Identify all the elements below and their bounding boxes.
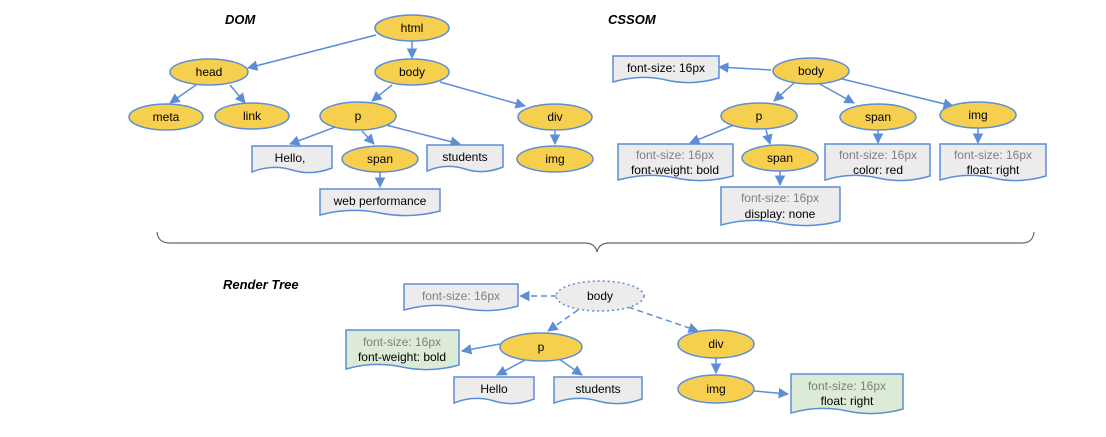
dom-link-label: link <box>243 109 262 123</box>
dom-edges <box>169 34 561 189</box>
edge-cbody-img <box>837 77 955 109</box>
edge-body-div <box>439 81 527 109</box>
edge-rp-hello <box>496 358 528 376</box>
cssom-img-style-1: font-size: 16px <box>954 148 1032 162</box>
dom-students-label: students <box>442 150 487 164</box>
render-tree-title: Render Tree <box>223 277 299 292</box>
render-node-students: students <box>553 376 643 405</box>
render-body-style: font-size: 16px <box>403 283 519 312</box>
cssom-p-style: font-size: 16px font-weight: bold <box>617 143 734 182</box>
dom-node-head: head <box>169 58 249 86</box>
dom-meta-label: meta <box>153 110 180 124</box>
cssom-p-label: p <box>756 109 763 123</box>
dom-title: DOM <box>225 12 257 27</box>
edge-rp-style <box>460 343 501 355</box>
cssom-body-style: font-size: 16px <box>612 55 720 84</box>
dom-web-performance-label: web performance <box>333 194 427 208</box>
cssom-node-body: body <box>772 57 850 85</box>
edge-p-students <box>385 124 462 147</box>
dom-node-img: img <box>516 145 594 173</box>
render-hello-label: Hello <box>480 382 508 396</box>
edge-head-link <box>229 84 246 104</box>
render-node-img: img <box>677 374 755 404</box>
cssom-node-p-span: span <box>741 144 819 172</box>
cssom-span-style-2: color: red <box>853 163 903 177</box>
cssom-node-img: img <box>939 101 1017 129</box>
render-div-label: div <box>708 337 723 351</box>
edge-body-style <box>717 62 772 73</box>
dom-hello-label: Hello, <box>275 151 306 165</box>
edge-rimg-style <box>753 387 790 399</box>
edge-body-p <box>371 84 393 102</box>
edge-rp-students <box>558 358 583 376</box>
cssom-body-style-text: font-size: 16px <box>627 61 705 75</box>
merge-brace <box>156 231 1035 253</box>
dom-node-students: students <box>426 144 504 173</box>
dom-html-label: html <box>401 21 424 35</box>
dom-node-span: span <box>341 145 419 173</box>
cssom-p-style-2: font-weight: bold <box>631 163 719 177</box>
cssom-body-label: body <box>798 64 824 78</box>
dom-img-label: img <box>545 152 564 166</box>
render-img-style-2: float: right <box>821 394 874 408</box>
render-p-style-1: font-size: 16px <box>363 335 441 349</box>
dom-node-div: div <box>517 103 593 131</box>
cssom-p-span-label: span <box>767 151 793 165</box>
edge-p-span <box>361 130 375 145</box>
dom-div-label: div <box>547 110 562 124</box>
render-img-style: font-size: 16px float: right <box>790 373 904 415</box>
cssom-title: CSSOM <box>608 12 657 27</box>
edge-head-meta <box>169 84 197 104</box>
edge-p-hello <box>289 125 339 146</box>
render-body-label: body <box>587 289 613 303</box>
cssom-node-span: span <box>839 103 917 131</box>
dom-span-label: span <box>367 152 393 166</box>
cssom-p-span-style-2: display: none <box>745 207 816 221</box>
cssom-span-style: font-size: 16px color: red <box>824 143 931 182</box>
dom-body-label: body <box>399 65 425 79</box>
edge-rbody-div <box>627 306 699 333</box>
edge-rbody-p <box>547 309 579 332</box>
render-node-p: p <box>499 332 583 362</box>
dom-head-label: head <box>196 65 223 79</box>
render-node-hello: Hello <box>453 376 535 405</box>
dom-p-label: p <box>355 109 362 123</box>
cssom-p-style-1: font-size: 16px <box>636 148 714 162</box>
render-img-style-1: font-size: 16px <box>808 379 886 393</box>
edge-cbody-span <box>817 82 855 104</box>
dom-node-p: p <box>319 101 397 131</box>
render-p-label: p <box>538 340 545 354</box>
dom-node-html: html <box>374 14 450 42</box>
dom-node-body: body <box>374 58 450 86</box>
cssom-p-span-style-1: font-size: 16px <box>741 191 819 205</box>
cssom-img-label: img <box>968 108 987 122</box>
render-body-style-text: font-size: 16px <box>422 289 500 303</box>
cssom-node-p: p <box>720 102 798 130</box>
edge-cbody-p <box>773 82 795 102</box>
dom-node-meta: meta <box>128 103 204 131</box>
render-p-style: font-size: 16px font-weight: bold <box>345 329 460 371</box>
render-students-label: students <box>575 382 620 396</box>
edge-html-head <box>246 34 377 71</box>
render-edges <box>460 290 790 399</box>
cssom-img-style: font-size: 16px float: right <box>939 143 1047 182</box>
render-img-label: img <box>706 382 725 396</box>
render-node-body: body <box>555 280 645 312</box>
cssom-img-style-2: float: right <box>967 163 1020 177</box>
cssom-span-label: span <box>865 110 891 124</box>
dom-node-web-performance: web performance <box>319 188 441 217</box>
render-p-style-2: font-weight: bold <box>358 350 446 364</box>
cssom-p-span-style: font-size: 16px display: none <box>720 186 841 227</box>
dom-node-link: link <box>214 102 290 130</box>
cssom-span-style-1: font-size: 16px <box>839 148 917 162</box>
dom-node-hello: Hello, <box>251 145 333 174</box>
edge-cp-span <box>762 129 773 146</box>
render-node-div: div <box>677 329 755 359</box>
